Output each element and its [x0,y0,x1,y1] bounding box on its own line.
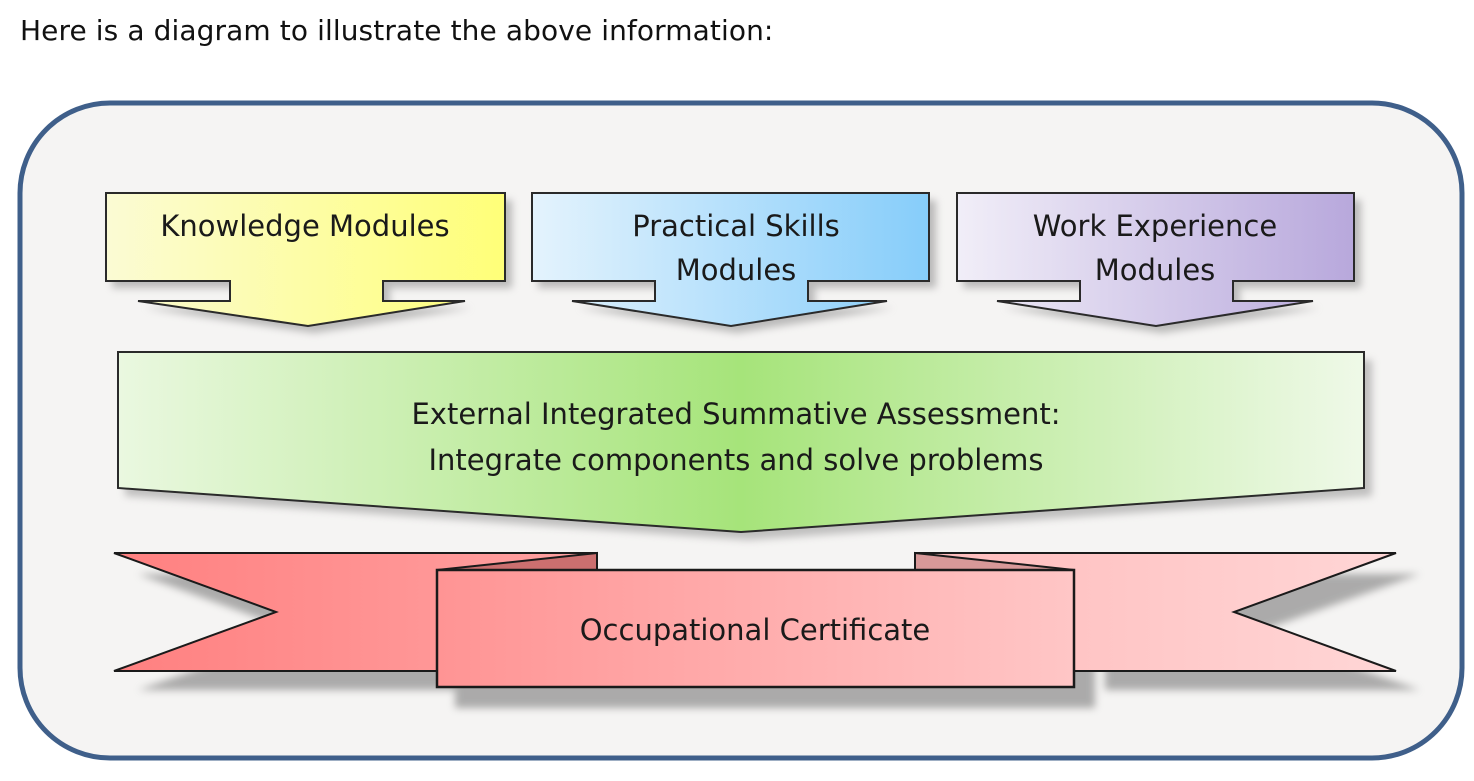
intro-text: Here is a diagram to illustrate the abov… [20,14,774,47]
practical-skills-label-line2: Modules [676,253,797,287]
assessment-label-line2: Integrate components and solve problems [428,443,1043,477]
assessment-label-line1: External Integrated Summative Assessment… [411,397,1060,431]
certificate-banner [435,568,1076,689]
certificate-label: Occupational Certificate [580,613,931,647]
assessment-arrow [117,351,1365,534]
work-experience-label-line2: Modules [1095,253,1216,287]
practical-skills-modules-arrow [531,192,930,328]
knowledge-modules-label: Knowledge Modules [160,209,449,243]
practical-skills-label-line1: Practical Skills [632,209,840,243]
knowledge-modules-arrow [105,192,506,328]
work-experience-modules-arrow [956,192,1355,328]
work-experience-label-line1: Work Experience [1033,209,1277,243]
